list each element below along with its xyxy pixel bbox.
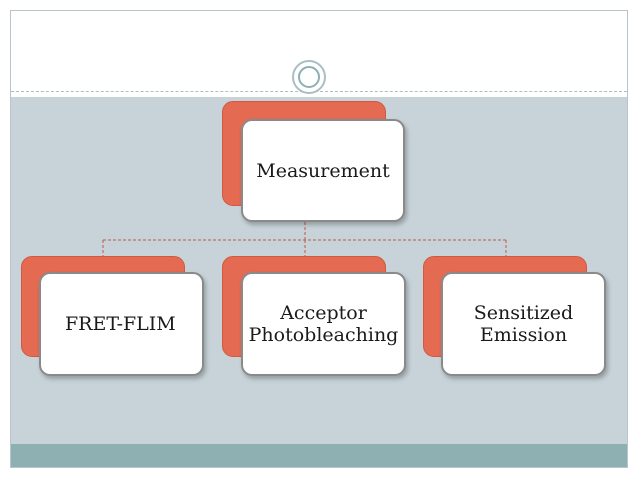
child-node-label: FRET-FLIM <box>65 313 176 335</box>
root-node: Measurement <box>241 119 405 222</box>
circle-ornament-icon <box>292 60 326 94</box>
divider-line <box>11 91 627 92</box>
child-node-acceptor-photobleaching: Acceptor Photobleaching <box>241 272 406 376</box>
circle-ornament-inner <box>298 66 320 88</box>
root-node-label: Measurement <box>256 159 390 182</box>
child-node-label: Acceptor Photobleaching <box>248 302 399 346</box>
footer-band <box>11 444 627 467</box>
child-node-sensitized-emission: Sensitized Emission <box>441 272 606 376</box>
child-node-label: Sensitized Emission <box>473 302 574 346</box>
child-node-fret-flim: FRET-FLIM <box>39 272 204 376</box>
